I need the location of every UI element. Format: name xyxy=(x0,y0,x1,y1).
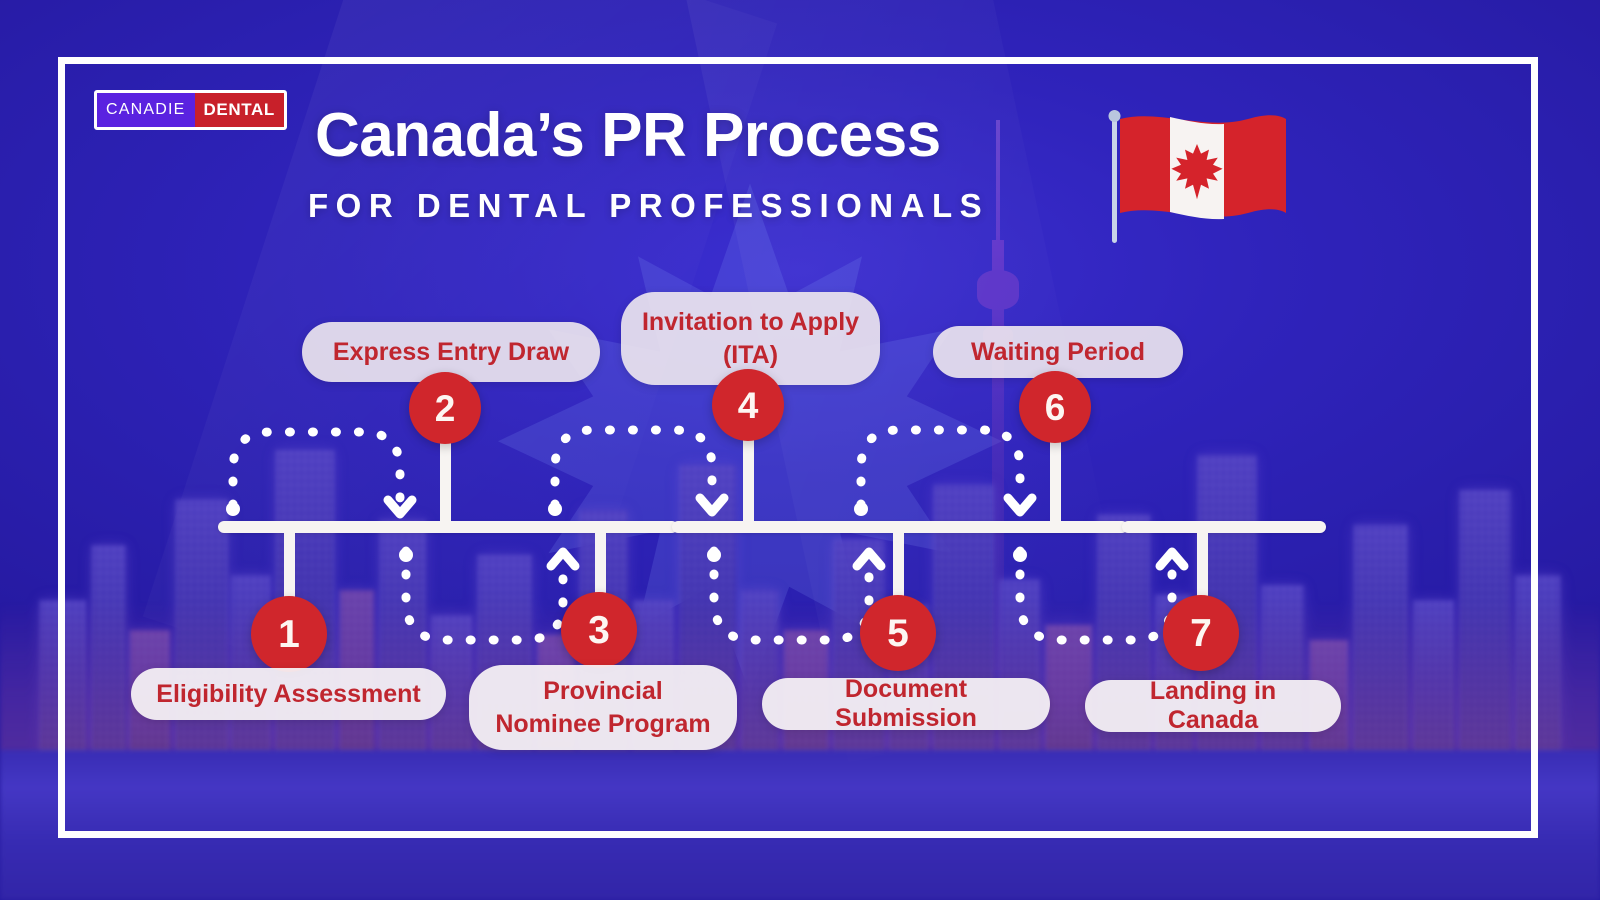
stem-step-7 xyxy=(1197,525,1208,623)
step-number-7-text: 7 xyxy=(1190,611,1212,655)
step-number-3-text: 3 xyxy=(588,608,610,652)
step-label-1[interactable]: Eligibility Assessment xyxy=(131,668,446,720)
logo-text-dental: DENTAL xyxy=(194,93,284,127)
step-label-7-text: Landing in Canada xyxy=(1149,677,1277,734)
canada-flag-icon xyxy=(1108,110,1286,243)
step-label-1-text: Eligibility Assessment xyxy=(156,679,421,708)
logo-text-canadie: CANADIE xyxy=(97,93,195,127)
stem-step-5 xyxy=(893,525,904,623)
stem-step-1 xyxy=(284,525,295,625)
page-title: Canada’s PR Process xyxy=(315,101,941,170)
step-number-1-text: 1 xyxy=(278,612,300,656)
step-label-7[interactable]: Landing in Canada xyxy=(1085,677,1341,734)
step-label-3[interactable]: Provincial Nominee Program xyxy=(469,665,737,750)
step-label-5[interactable]: Document Submission xyxy=(762,675,1050,732)
step-label-4-text: Invitation to Apply (ITA) xyxy=(641,307,860,369)
step-label-6[interactable]: Waiting Period xyxy=(933,326,1183,378)
stem-step-2 xyxy=(440,405,451,529)
stem-step-4 xyxy=(743,400,754,529)
step-number-6[interactable]: 6 xyxy=(1019,371,1091,443)
page-subtitle: FOR DENTAL PROFESSIONALS xyxy=(308,187,990,224)
stem-step-6 xyxy=(1050,402,1061,529)
step-number-3[interactable]: 3 xyxy=(561,592,637,668)
step-label-2-text: Express Entry Draw xyxy=(332,337,570,366)
step-number-2-text: 2 xyxy=(434,387,456,429)
step-number-7[interactable]: 7 xyxy=(1163,595,1239,671)
stem-step-3 xyxy=(595,525,606,621)
step-label-3-text: Provincial Nominee Program xyxy=(495,676,711,738)
step-label-6-text: Waiting Period xyxy=(970,337,1146,366)
step-number-5-text: 5 xyxy=(887,611,909,655)
step-number-1[interactable]: 1 xyxy=(251,596,327,672)
step-number-6-text: 6 xyxy=(1044,386,1066,428)
brand-logo[interactable]: CANADIE DENTAL xyxy=(94,90,287,130)
step-number-4[interactable]: 4 xyxy=(712,369,784,441)
step-number-5[interactable]: 5 xyxy=(860,595,936,671)
step-number-4-text: 4 xyxy=(737,384,759,426)
step-label-5-text: Document Submission xyxy=(835,675,977,732)
timeline-main-bar xyxy=(1122,521,1326,533)
step-number-2[interactable]: 2 xyxy=(409,372,481,444)
